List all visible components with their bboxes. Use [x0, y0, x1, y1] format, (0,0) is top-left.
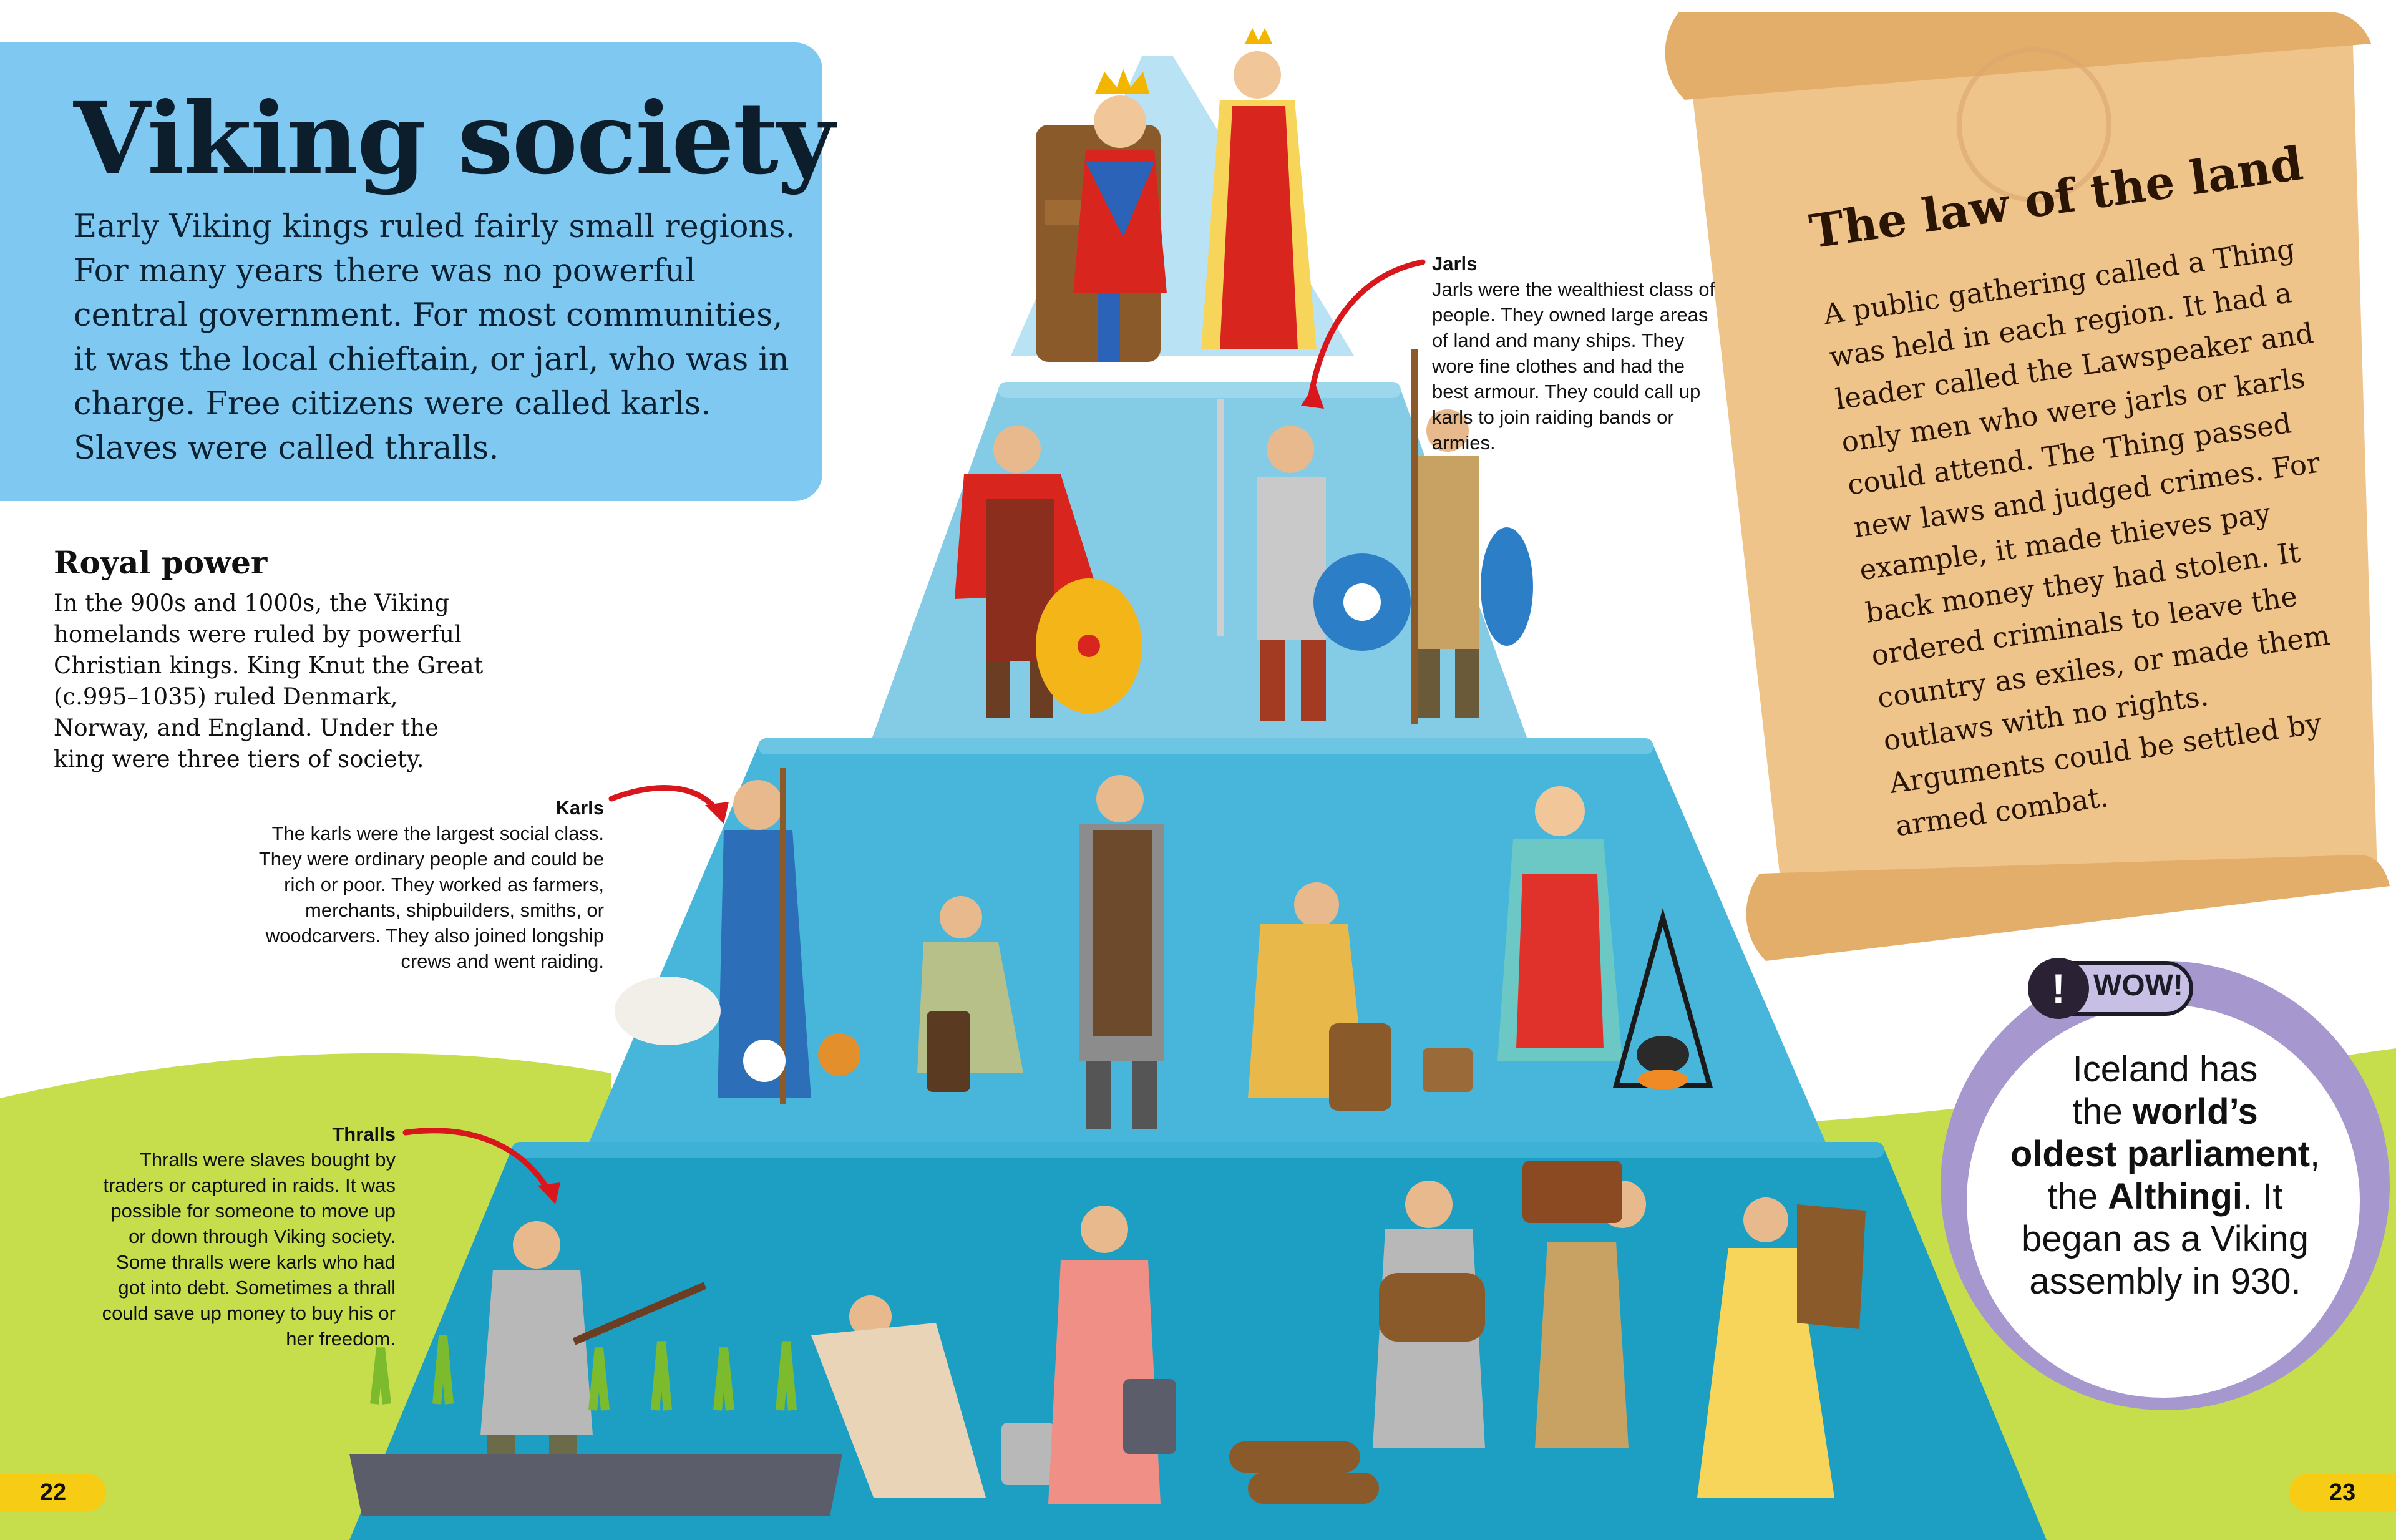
jarls-annotation: Jarls Jarls were the wealthiest class of…	[1432, 251, 1725, 456]
wow-line-1: Iceland has	[2072, 1049, 2258, 1089]
wow-bubble-inner	[1967, 1005, 2360, 1398]
page-number-left: 22	[0, 1474, 106, 1511]
king-and-queen-figures	[1036, 28, 1317, 362]
thralls-text: Thralls were slaves bought by traders or…	[102, 1149, 396, 1350]
jarls-arrow	[1307, 259, 1426, 402]
wow-label: WOW!	[2093, 969, 2183, 1002]
thralls-annotation: Thralls Thralls were slaves bought by tr…	[100, 1121, 396, 1352]
karls-text: The karls were the largest social class.…	[258, 822, 604, 972]
thralls-heading: Thralls	[332, 1123, 396, 1145]
tier-edge-karls	[758, 738, 1653, 754]
page-title: Viking society	[74, 81, 835, 197]
law-scroll-illustration	[1665, 12, 2390, 961]
royal-power-heading: Royal power	[54, 544, 268, 581]
exclamation-icon: !	[2028, 958, 2089, 1019]
jarl-figures	[955, 349, 1533, 724]
thralls-arrow	[402, 1128, 552, 1195]
wow-line-4: the Althingi. It	[2047, 1176, 2283, 1217]
thrall-figures	[349, 1161, 1866, 1516]
jarls-text: Jarls were the wealthiest class of peopl…	[1432, 278, 1715, 454]
law-text: A public gathering called a Thing was he…	[1821, 231, 2332, 843]
wow-line-6: assembly in 930.	[2029, 1261, 2301, 1302]
wow-line-2: the world’s	[2072, 1091, 2258, 1132]
tier-edge-jarls	[998, 382, 1401, 398]
wow-line-5: began as a Viking	[2021, 1219, 2309, 1259]
royal-power-text: In the 900s and 1000s, the Viking homela…	[54, 590, 484, 772]
jarls-heading: Jarls	[1432, 253, 1478, 275]
karls-arrow	[608, 785, 721, 814]
intro-text: Early Viking kings ruled fairly small re…	[74, 208, 796, 467]
annotation-arrowheads	[538, 384, 1324, 1204]
karl-figures	[615, 768, 1713, 1129]
page-number-right: 23	[2289, 1474, 2396, 1511]
karls-annotation: Karls The karls were the largest social …	[237, 795, 604, 974]
karls-heading: Karls	[555, 797, 604, 819]
annotation-arrows	[402, 259, 1426, 1195]
wow-fact: Iceland has the world’s oldest parliamen…	[1972, 1048, 2359, 1303]
tier-edge-thralls	[512, 1142, 1884, 1158]
wow-line-3: oldest parliament,	[2010, 1134, 2321, 1174]
intro-box	[0, 42, 822, 501]
